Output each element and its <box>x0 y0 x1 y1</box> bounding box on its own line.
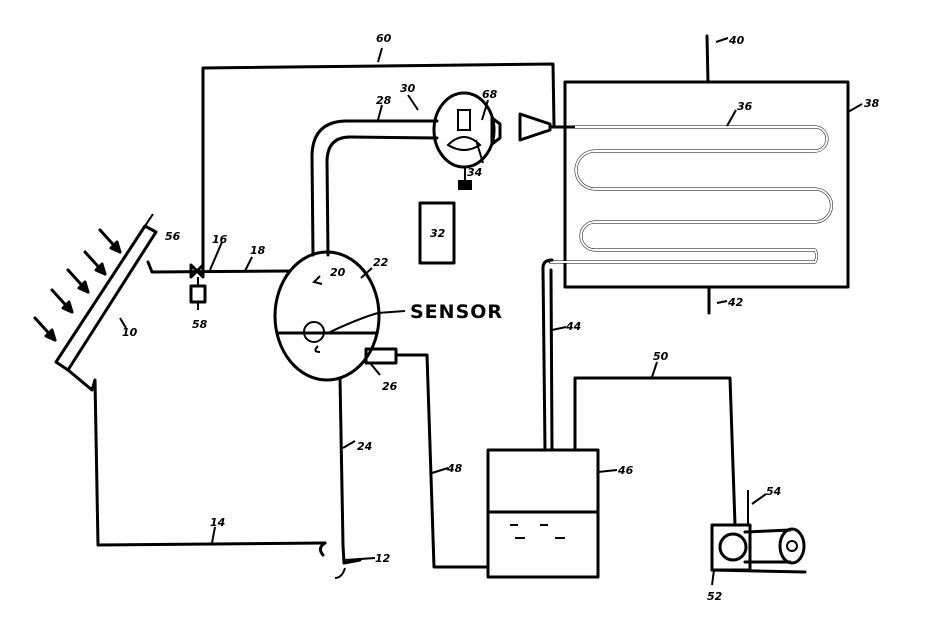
label-50: 50 <box>653 350 669 363</box>
label-48: 48 <box>446 462 463 475</box>
label-56: 56 <box>165 230 181 243</box>
label-14: 14 <box>210 516 225 529</box>
label-68: 68 <box>482 88 498 101</box>
pipe-18 <box>148 262 290 272</box>
label-40: 40 <box>728 34 745 47</box>
label-60: 60 <box>376 32 392 45</box>
label-52: 52 <box>707 590 723 603</box>
line-14 <box>68 370 325 545</box>
label-36: 36 <box>737 100 753 113</box>
pipe-28 <box>312 121 437 255</box>
label-10: 10 <box>122 326 138 339</box>
label-58: 58 <box>192 318 208 331</box>
label-34: 34 <box>467 166 482 179</box>
label-16: 16 <box>212 233 228 246</box>
line-24 <box>340 378 360 563</box>
clutch-block <box>458 180 472 190</box>
label-12: 12 <box>375 552 391 565</box>
label-32: 32 <box>430 227 446 240</box>
label-18: 18 <box>250 244 266 257</box>
trap-58 <box>191 286 205 302</box>
pump-motor-52 <box>712 490 805 572</box>
label-24: 24 <box>357 440 372 453</box>
separator-tank-22 <box>275 252 379 380</box>
label-54: 54 <box>766 485 781 498</box>
label-28: 28 <box>376 94 392 107</box>
coupling-68 <box>520 114 550 140</box>
clutch-34 <box>492 118 500 144</box>
sensor-leader <box>330 311 405 332</box>
label-42: 42 <box>727 296 744 309</box>
condenser-38 <box>565 82 848 287</box>
line-48 <box>396 355 488 567</box>
coil-36 <box>550 127 832 262</box>
label-38: 38 <box>864 97 880 110</box>
label-20: 20 <box>330 266 346 279</box>
label-22: 22 <box>373 256 389 269</box>
label-30: 30 <box>400 82 416 95</box>
sensor-callout: SENSOR <box>410 301 503 323</box>
label-46: 46 <box>617 464 634 477</box>
label-26: 26 <box>382 380 398 393</box>
label-44: 44 <box>565 320 581 333</box>
